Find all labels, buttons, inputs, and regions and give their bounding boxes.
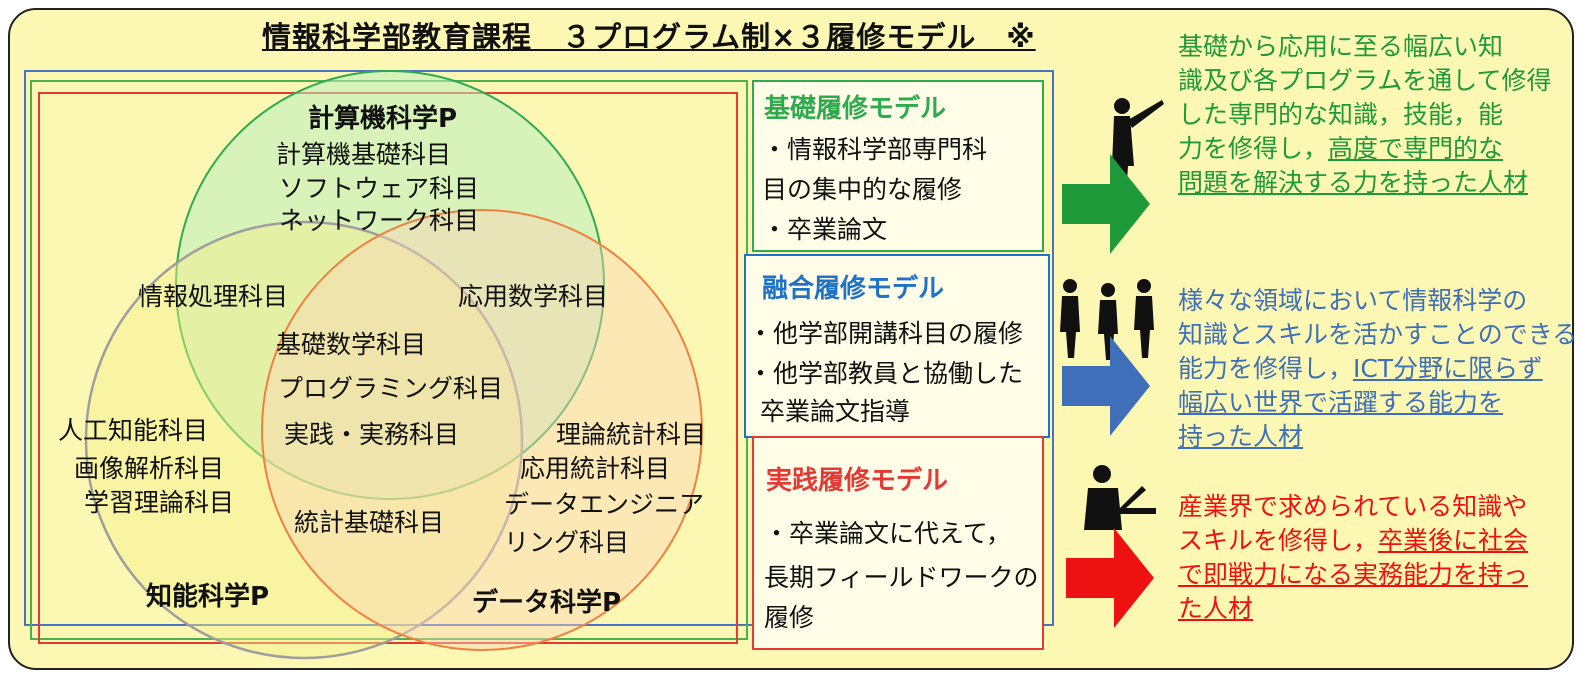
outcome-basic-line-4: 力を修得し，高度で専門的な bbox=[1178, 134, 1504, 163]
basic-model-title: 基礎履修モデル bbox=[764, 94, 947, 124]
label-computer-basics: 計算機基礎科目 bbox=[276, 140, 452, 169]
circle-intelligence-science bbox=[84, 220, 524, 660]
basic-model-box: 基礎履修モデル ・情報科学部専門科 目の集中的な履修 ・卒業論文 bbox=[752, 80, 1044, 252]
practice-model-line-3: 履修 bbox=[764, 603, 815, 632]
practice-model-box: 実践履修モデル ・卒業論文に代えて， 長期フィールドワークの 履修 bbox=[752, 436, 1044, 650]
business-group-icon bbox=[1060, 279, 1154, 360]
outcome-fusion-line-5: 持った人材 bbox=[1178, 422, 1304, 451]
laptop-person-icon bbox=[1084, 465, 1156, 530]
basic-model-line-1: ・情報科学部専門科 bbox=[762, 135, 988, 164]
outcome-basic-line-2: 識及び各プログラムを通して修得 bbox=[1178, 66, 1552, 95]
practice-model-title: 実践履修モデル bbox=[766, 466, 949, 496]
fusion-model-line-2: ・他学部教員と協働した bbox=[748, 359, 1024, 388]
label-stat-basics: 統計基礎科目 bbox=[294, 508, 445, 537]
fusion-model-line-1: ・他学部開講科目の履修 bbox=[748, 319, 1024, 348]
label-image-analysis: 画像解析科目 bbox=[74, 454, 225, 483]
pointing-person-icon bbox=[1112, 98, 1164, 196]
diagram-title: 情報科学部教育課程 ３プログラム制×３履修モデル ※ bbox=[262, 20, 1036, 54]
outcome-fusion-line-2: 知識とスキルを活かすことのできる bbox=[1178, 320, 1578, 349]
practice-model-line-1: ・卒業論文に代えて， bbox=[764, 519, 1012, 548]
basic-model-line-2: 目の集中的な履修 bbox=[762, 175, 963, 204]
outcome-practice-line-2: スキルを修得し，卒業後に社会 bbox=[1178, 526, 1529, 555]
label-learning-theory: 学習理論科目 bbox=[84, 488, 235, 517]
label-info-processing: 情報処理科目 bbox=[138, 282, 289, 311]
outcome-practice-line-3: で即戦力になる実務能力を持っ bbox=[1178, 560, 1529, 589]
program-title-computer: 計算機科学P bbox=[308, 104, 458, 134]
outcome-fusion: 様々な領域において情報科学の 知識とスキルを活かすことのできる 能力を修得し，I… bbox=[1178, 284, 1577, 454]
fusion-model-box: 融合履修モデル ・他学部開講科目の履修 ・他学部教員と協働した 卒業論文指導 bbox=[744, 254, 1050, 438]
circle-data-science bbox=[261, 209, 703, 651]
outcome-basic: 基礎から応用に至る幅広い知 識及び各プログラムを通して修得 した専門的な知識，技… bbox=[1178, 30, 1552, 200]
outcome-practice: 産業界で求められている知識や スキルを修得し，卒業後に社会 で即戦力になる実務能… bbox=[1178, 490, 1528, 626]
outcome-practice-line-4: た人材 bbox=[1178, 594, 1254, 623]
fusion-model-title: 融合履修モデル bbox=[762, 274, 945, 304]
label-network: ネットワーク科目 bbox=[279, 206, 480, 235]
program-title-intelligence: 知能科学P bbox=[146, 582, 270, 612]
outcome-practice-line-1: 産業界で求められている知識や bbox=[1178, 492, 1528, 521]
outcome-basic-line-1: 基礎から応用に至る幅広い知 bbox=[1178, 32, 1504, 61]
practice-model-line-2: 長期フィールドワークの bbox=[764, 563, 1039, 592]
red-arrow-icon bbox=[1066, 528, 1154, 628]
outcome-fusion-line-3: 能力を修得し，ICT分野に限らず bbox=[1178, 354, 1543, 383]
basic-model-line-3: ・卒業論文 bbox=[762, 215, 888, 244]
fusion-model-line-3: 卒業論文指導 bbox=[760, 397, 911, 426]
label-practice: 実践・実務科目 bbox=[284, 420, 460, 449]
label-software: ソフトウェア科目 bbox=[279, 174, 480, 203]
green-arrow-icon bbox=[1062, 154, 1150, 254]
program-title-data: データ科学P bbox=[472, 588, 622, 618]
venn-diagram bbox=[84, 70, 703, 660]
outcome-fusion-line-4: 幅広い世界で活躍する能力を bbox=[1178, 388, 1504, 417]
label-basic-math: 基礎数学科目 bbox=[276, 330, 427, 359]
label-applied-math: 応用数学科目 bbox=[458, 282, 609, 311]
label-data-engineering: データエンジニア bbox=[504, 490, 705, 519]
outcome-basic-line-5: 問題を解決する力を持った人材 bbox=[1178, 168, 1529, 197]
label-applied-stats: 応用統計科目 bbox=[520, 454, 671, 483]
circle-computer-science bbox=[175, 70, 605, 500]
label-theory-stats: 理論統計科目 bbox=[556, 420, 707, 449]
outcome-fusion-line-1: 様々な領域において情報科学の bbox=[1178, 286, 1528, 315]
blue-arrow-icon bbox=[1062, 336, 1150, 436]
label-ring-subjects: リング科目 bbox=[504, 528, 630, 557]
label-ai: 人工知能科目 bbox=[58, 416, 209, 445]
outcome-basic-line-3: した専門的な知識，技能，能 bbox=[1178, 100, 1504, 129]
label-programming: プログラミング科目 bbox=[278, 374, 504, 403]
